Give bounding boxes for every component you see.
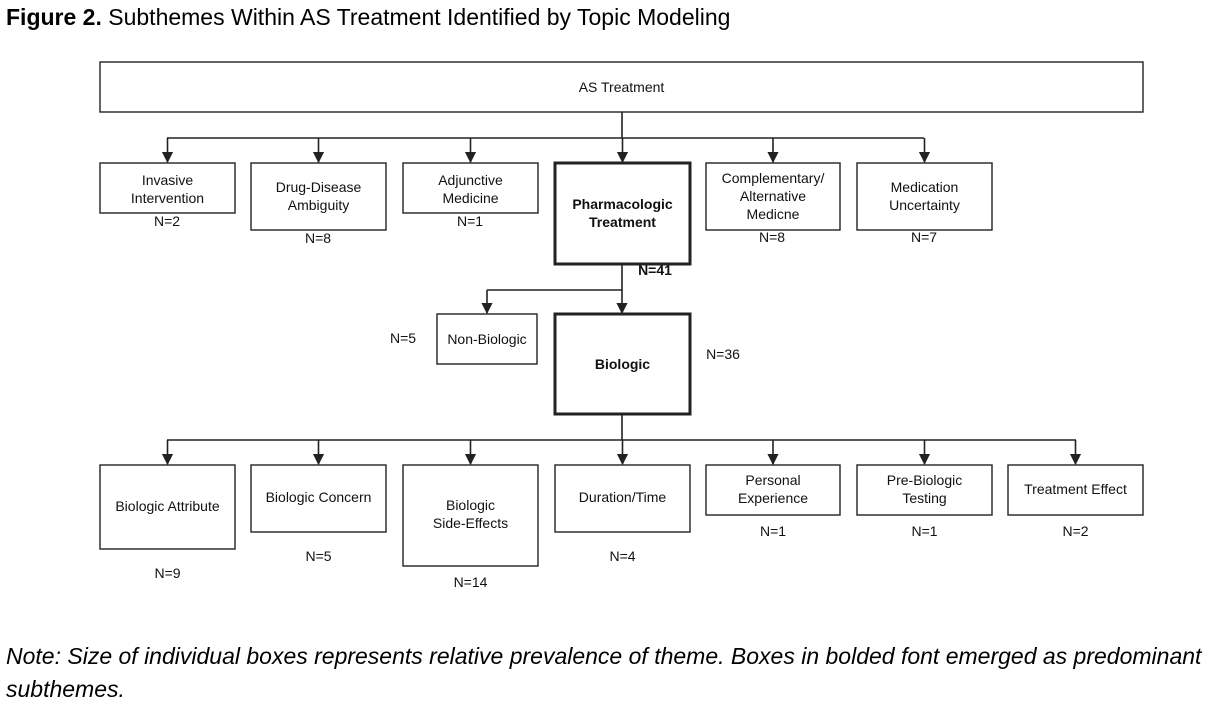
personal-experience-box — [705, 464, 841, 516]
biologic-side-effects-count: N=14 — [454, 574, 488, 590]
pre-biologic-testing-box — [856, 464, 993, 516]
non-biologic-count: N=5 — [390, 330, 416, 346]
duration-time-box — [554, 464, 691, 533]
treatment-effect-box — [1007, 464, 1144, 516]
pharmacologic-treatment-box — [553, 161, 692, 266]
figure-note: Note: Size of individual boxes represent… — [6, 643, 1202, 702]
biologic-concern-count: N=5 — [305, 548, 331, 564]
invasive-intervention-box — [99, 162, 236, 214]
medication-uncertainty-box — [856, 162, 993, 231]
connectors — [161, 112, 1082, 466]
biologic-attribute-count: N=9 — [154, 565, 180, 581]
duration-time-label: Duration/Time — [579, 489, 667, 505]
medication-uncertainty-count: N=7 — [911, 229, 937, 245]
complementary-alternative-medicine-count: N=8 — [759, 229, 785, 245]
biologic-concern-label: Biologic Concern — [266, 489, 372, 505]
drug-disease-ambiguity-box — [250, 162, 387, 231]
figure-title: Subthemes Within AS Treatment Identified… — [101, 4, 731, 30]
biologic-attribute-label: Biologic Attribute — [115, 498, 219, 514]
figure-caption: Figure 2. Subthemes Within AS Treatment … — [6, 4, 730, 31]
complementary-alternative-medicine-box — [705, 162, 841, 231]
non-biologic-label: Non-Biologic — [447, 331, 526, 347]
treatment-effect-label: Treatment Effect — [1024, 481, 1127, 497]
biologic-box — [553, 312, 692, 416]
duration-time-count: N=4 — [609, 548, 635, 564]
root-as-treatment-box — [99, 61, 1144, 113]
adjunctive-medicine-count: N=1 — [457, 213, 483, 229]
figure-label: Figure 2. — [6, 4, 102, 30]
root-as-treatment-label: AS Treatment — [579, 79, 665, 95]
biologic-label: Biologic — [595, 356, 650, 372]
adjunctive-medicine-box — [402, 162, 539, 214]
treatment-effect-count: N=2 — [1062, 523, 1088, 539]
biologic-count: N=36 — [706, 346, 740, 362]
biologic-concern-box — [250, 464, 387, 533]
pre-biologic-testing-count: N=1 — [911, 523, 937, 539]
pharmacologic-treatment-count: N=41 — [638, 262, 672, 278]
non-biologic-box — [436, 313, 538, 365]
personal-experience-count: N=1 — [760, 523, 786, 539]
biologic-attribute-box — [99, 464, 236, 550]
drug-disease-ambiguity-count: N=8 — [305, 230, 331, 246]
invasive-intervention-count: N=2 — [154, 213, 180, 229]
biologic-side-effects-box — [402, 464, 539, 567]
